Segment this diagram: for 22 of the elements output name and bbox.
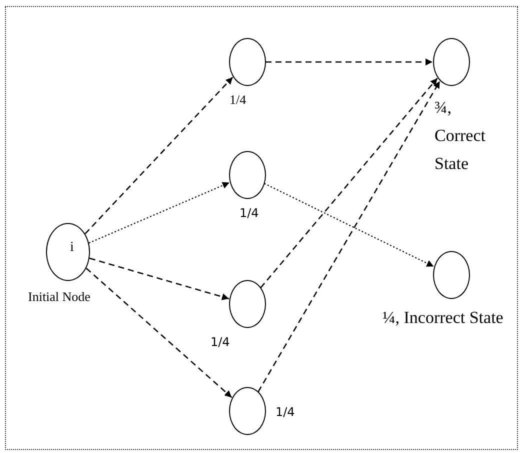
arrow [84,76,234,234]
arrow [264,183,434,267]
probability-label: ¼, Incorrect State [382,307,504,329]
arrow [86,268,232,398]
state-circle [228,387,266,435]
probability-label: 1/4 [276,405,295,420]
arrow [266,58,432,66]
probability-label: ¾, Correct State [434,97,486,176]
arrow [89,258,230,300]
arrow [258,80,440,392]
state-circle [228,38,266,86]
probability-label: 1/4 [210,335,230,350]
state-circle [228,151,266,199]
state-circle [432,251,470,299]
probability-label: 1/4 [240,206,259,220]
state-circle [228,280,266,328]
probability-label: Initial Node [28,289,90,305]
state-circle [432,38,470,86]
arrow [260,78,438,288]
node-label: i [69,240,74,257]
probability-label: 1/4 [230,92,246,108]
arrow [88,182,230,244]
